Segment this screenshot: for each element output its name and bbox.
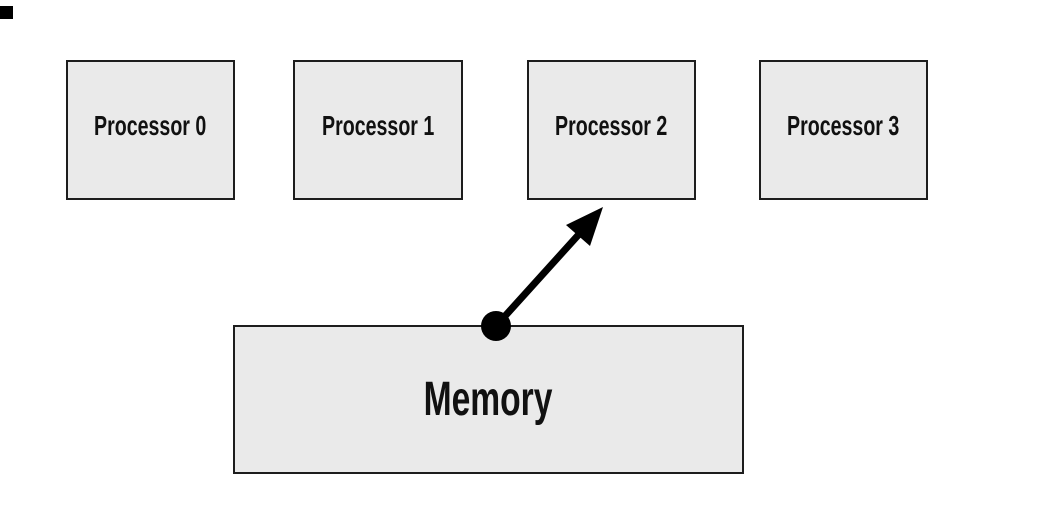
memory-label: Memory bbox=[424, 373, 553, 426]
arrowhead-icon bbox=[566, 207, 603, 246]
processor-3-label: Processor 3 bbox=[787, 110, 900, 141]
arrow-shaft bbox=[493, 229, 584, 329]
processor-2-label: Processor 2 bbox=[555, 110, 668, 141]
processor-0-box: Processor 0 bbox=[66, 60, 235, 200]
memory-box: Memory bbox=[233, 325, 744, 474]
processor-2-box: Processor 2 bbox=[527, 60, 696, 200]
processor-3-box: Processor 3 bbox=[759, 60, 928, 200]
processor-1-box: Processor 1 bbox=[293, 60, 463, 200]
corner-mark bbox=[0, 6, 13, 19]
processor-1-label: Processor 1 bbox=[321, 110, 435, 141]
processor-0-label: Processor 0 bbox=[94, 110, 207, 141]
